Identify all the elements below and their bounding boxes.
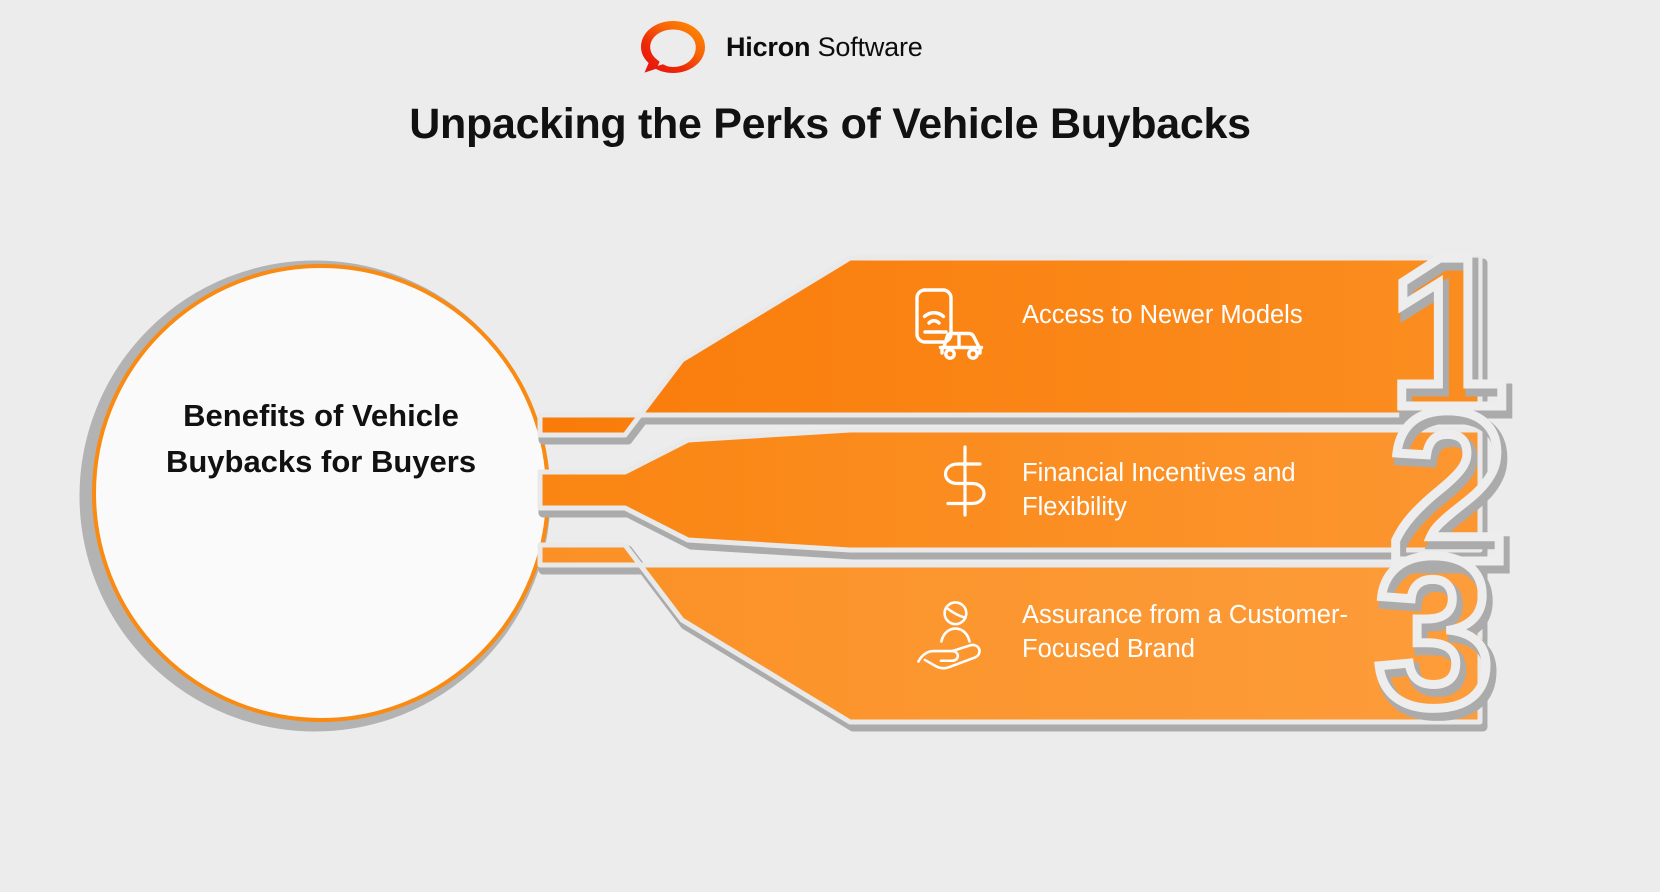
benefit-banner-2[interactable] — [537, 427, 1488, 560]
hicron-speech-bubble-ring-logo-icon — [641, 21, 705, 73]
benefit-label-2: Financial Incentives and Flexibility — [1022, 459, 1296, 522]
brand-name-bold: Hicron — [726, 31, 811, 62]
dollar-sign-icon — [943, 445, 986, 517]
hub-circle: Benefits of Vehicle Buybacks for Buyers — [76, 248, 566, 738]
benefit-banner-group — [520, 240, 1600, 740]
benefit-banner-3[interactable] — [537, 542, 1488, 732]
benefit-label-3: Assurance from a Customer-Focused Brand — [1022, 601, 1348, 664]
phone-wifi-car-icon — [915, 288, 984, 360]
hub-label: Benefits of Vehicle Buybacks for Buyers — [165, 398, 477, 479]
brand-name-light: Software — [817, 31, 923, 62]
person-in-hand-care-icon — [917, 601, 981, 670]
benefit-label-1: Access to Newer Models — [1022, 301, 1303, 329]
benefit-banner-1[interactable] — [537, 255, 1488, 445]
brand-name: Hicron Software — [726, 32, 923, 63]
brand-lockup: Hicron Software — [636, 16, 956, 78]
page-title: Unpacking the Perks of Vehicle Buybacks — [409, 100, 1251, 148]
